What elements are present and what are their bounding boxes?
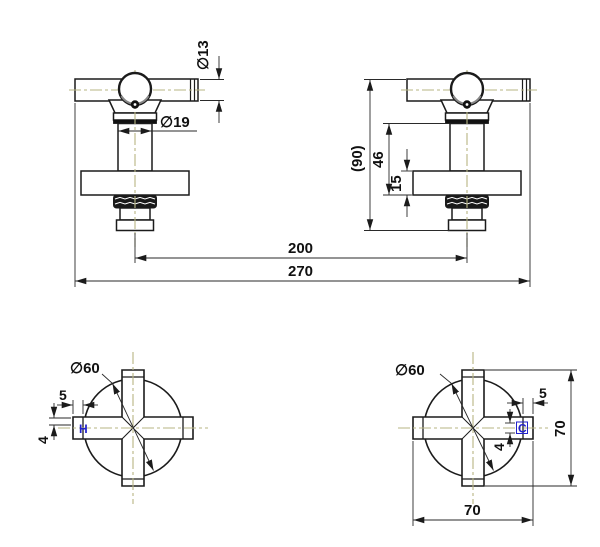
dim-stem-diameter-label: ∅19: [160, 114, 190, 131]
dim-left-insert-width-label: 5: [59, 387, 67, 403]
dim-overall-width: [74, 103, 531, 287]
dim-left-insert-height: [49, 403, 71, 440]
dim-right-insert-height: [505, 409, 515, 447]
dim-center-spacing-label: 200: [288, 240, 313, 257]
dim-left-handle-diameter-label: ∅60: [70, 360, 100, 377]
plan-view-left: H ∅60 5 4: [35, 351, 209, 505]
dim-left-insert-width: [57, 400, 98, 414]
dim-right-insert-height-label: 4: [491, 443, 507, 451]
left-tap-side-view: [67, 68, 207, 249]
dim-bar-diameter: [200, 56, 224, 123]
dim-right-handle-diameter: [439, 373, 494, 471]
dim-left-insert-height-label: 4: [35, 436, 51, 444]
dim-right-insert-width: [507, 398, 548, 414]
dim-right-span-height-label: 70: [552, 420, 569, 437]
dim-height-ref-label: (90): [349, 145, 366, 172]
front-elevation: ∅13 ∅19 (90) 46 15: [67, 40, 539, 287]
dim-overall-width-label: 270: [288, 263, 313, 280]
dim-right-span-width: [412, 441, 534, 526]
dim-height-ref: [364, 79, 450, 231]
dim-center-spacing: [134, 233, 468, 263]
hot-indicator-letter: H: [79, 422, 88, 436]
dim-right-span-height: [485, 369, 577, 487]
dim-stem-height-label: 46: [370, 151, 387, 168]
dim-left-handle-diameter: [101, 373, 154, 471]
dim-right-handle-diameter-label: ∅60: [395, 362, 425, 379]
dim-right-insert-width-label: 5: [539, 385, 547, 401]
dim-flange-thickness: [401, 149, 412, 217]
plan-view-right: C ∅60 5 4 70: [395, 351, 577, 526]
dim-flange-thickness-label: 15: [388, 175, 405, 192]
right-tap-side-view: [399, 68, 539, 249]
cold-indicator-letter: C: [518, 422, 527, 436]
dim-bar-diameter-label: ∅13: [195, 40, 212, 70]
cold-indicator-box: [516, 421, 528, 434]
dim-right-span-width-label: 70: [464, 502, 481, 519]
